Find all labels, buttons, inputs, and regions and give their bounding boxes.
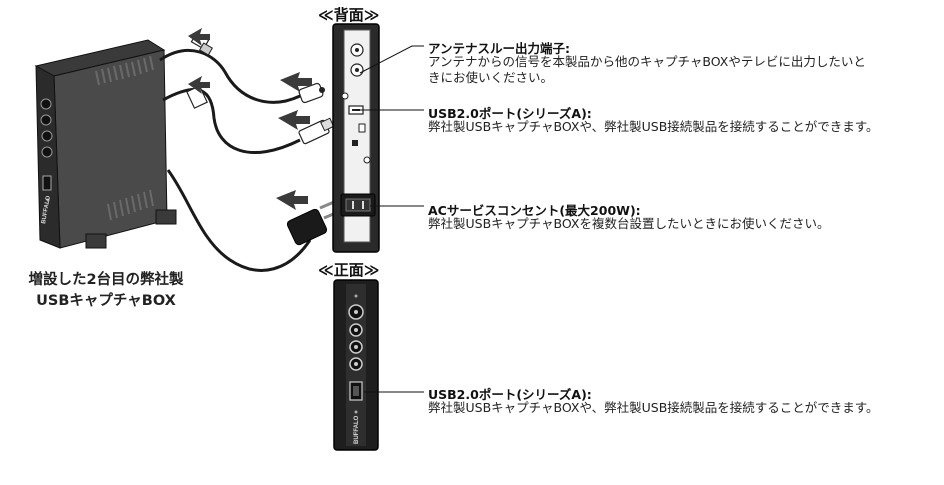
device-caption: 増設した2台目の弊社製 USBキャプチャBOX [6, 270, 206, 312]
antenna-output-desc-line2: きにお使いください。 [428, 70, 554, 85]
usb-rear-title: USB2.0ポート(シリーズA): [428, 106, 592, 121]
ac-outlet-title: ACサービスコンセント(最大200W): [428, 203, 641, 218]
brand-logo-front: BUFFALO [354, 415, 360, 444]
brand-logo-main: BUFFALO [41, 195, 52, 224]
usb-connector [298, 117, 335, 145]
usb-front-desc: 弊社製USBキャプチャBOXや、弊社製USB接続製品を接続することができます。 [428, 400, 879, 415]
antenna-output-desc: アンテナからの信号を本製品から他のキャプチャBOXやテレビに出力したいと きにお… [428, 54, 866, 86]
antenna-output-desc-line1: アンテナからの信号を本製品から他のキャプチャBOXやテレビに出力したいと [428, 54, 866, 69]
device-caption-line1: 増設した2台目の弊社製 [28, 272, 184, 288]
rear-panel [332, 23, 380, 253]
antenna-output-title: アンテナスルー出力端子: [428, 41, 570, 56]
front-panel [333, 279, 379, 451]
usb-rear-desc: 弊社製USBキャプチャBOXや、弊社製USB接続製品を接続することができます。 [428, 119, 879, 134]
antenna-connector [298, 82, 325, 104]
front-view-heading: ≪正面≫ [318, 261, 380, 279]
leader-lines [356, 45, 424, 393]
cable-arrow-icon [188, 28, 312, 210]
usb-plug-icon [186, 85, 208, 109]
rear-view-heading: ≪背面≫ [318, 6, 380, 24]
device-caption-line2: USBキャプチャBOX [36, 293, 176, 309]
usb-front-title: USB2.0ポート(シリーズA): [428, 387, 592, 402]
ac-outlet-desc: 弊社製USBキャプチャBOXを複数台設置したいときにお使いください。 [428, 216, 830, 231]
main-capture-box [34, 39, 177, 249]
